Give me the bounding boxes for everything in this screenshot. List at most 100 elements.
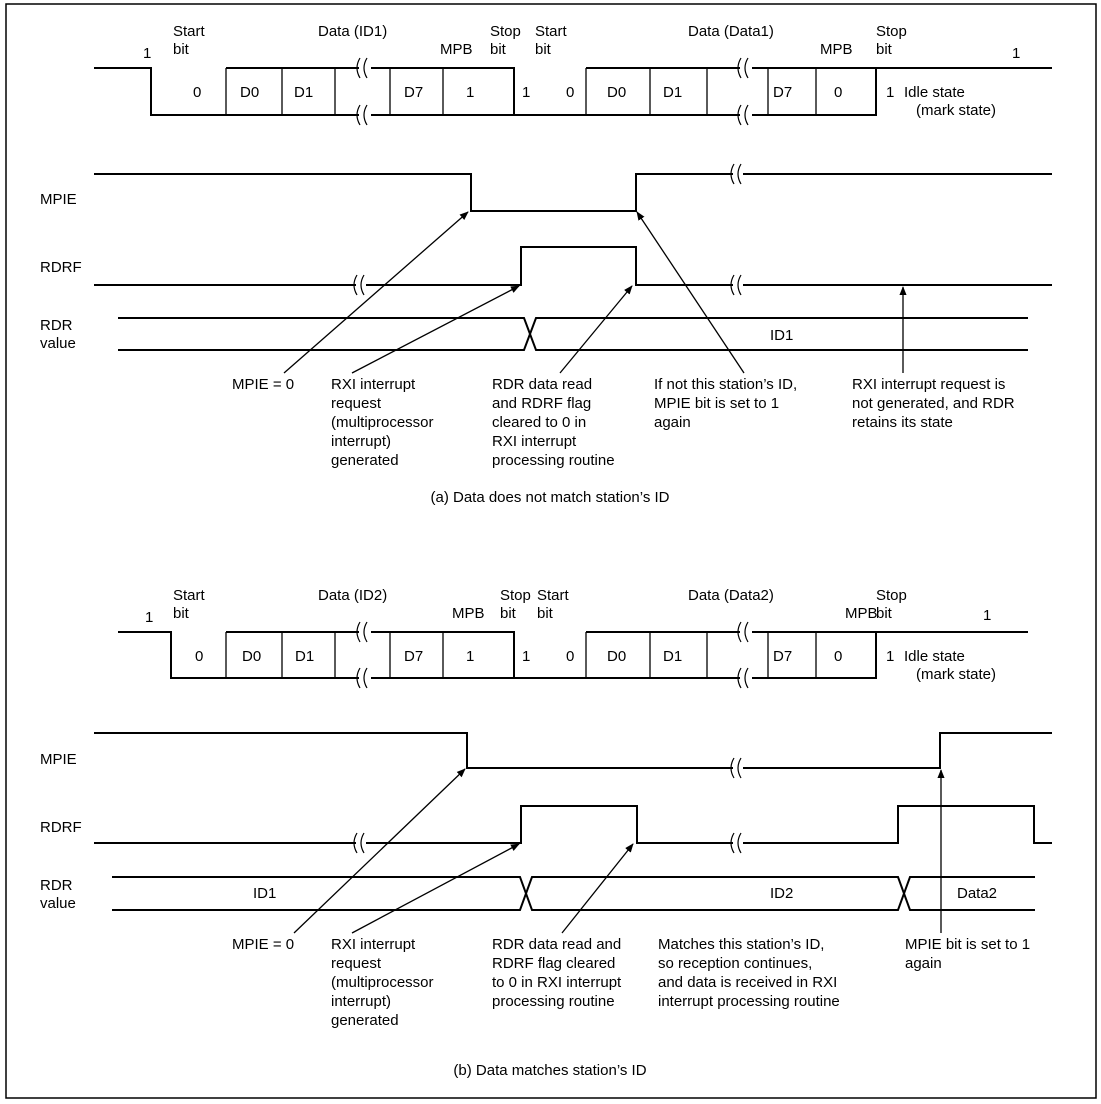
break-mark (356, 57, 368, 79)
break-mark (356, 667, 368, 689)
part-b: 1 Start bit Data (ID2) MPB Stop bit Star… (40, 587, 1052, 1079)
bit-d7: D7 (773, 84, 792, 101)
mark-state-label: (mark state) (916, 102, 996, 119)
bit-value: 1 (466, 648, 474, 665)
rdr-bus (112, 876, 1035, 911)
arrow (559, 285, 633, 374)
break-mark (737, 57, 749, 79)
note-rdr-read: RDR data read and RDRF flag cleared to 0… (492, 376, 615, 469)
bit-value: 0 (566, 648, 574, 665)
bit-value: 0 (566, 84, 574, 101)
note-rdr-read: RDR data read and RDRF flag cleared to 0… (492, 936, 625, 1010)
note-no-rxi: RXI interrupt request is not generated, … (852, 376, 1019, 431)
rdr-label: RDR (40, 877, 73, 894)
bit-value: 1 (522, 84, 530, 101)
arrow (351, 285, 520, 374)
start-bit-label: bit (535, 41, 552, 58)
mpb-label: MPB (440, 41, 473, 58)
bit-d7: D7 (773, 648, 792, 665)
note-matches-station-id: Matches this station’s ID, so reception … (658, 936, 841, 1010)
mpie-label: MPIE (40, 751, 77, 768)
bit-value: 0 (834, 648, 842, 665)
break-mark (730, 832, 742, 854)
stop-bit-label: bit (500, 605, 517, 622)
arrow (283, 211, 469, 374)
rdr-value: ID1 (770, 327, 793, 344)
stop-label: Stop (876, 23, 907, 40)
bit-value: 0 (834, 84, 842, 101)
note-rxi-request: RXI interrupt request (multiprocessor in… (331, 376, 438, 469)
break-mark (730, 757, 742, 779)
start-label: Start (535, 23, 568, 40)
data-frame-label: Data (Data2) (688, 587, 774, 604)
break-mark (356, 104, 368, 126)
data-frame-label: Data (Data1) (688, 23, 774, 40)
caption-a: (a) Data does not match station’s ID (430, 489, 669, 506)
caption-b: (b) Data matches station’s ID (453, 1062, 646, 1079)
bit-d1: D1 (294, 84, 313, 101)
arrow (561, 843, 634, 934)
stop-label: Stop (500, 587, 531, 604)
break-mark (353, 832, 365, 854)
start-label: Start (537, 587, 570, 604)
bit-d1: D1 (295, 648, 314, 665)
bit-value: 1 (466, 84, 474, 101)
bit-d0: D0 (607, 648, 626, 665)
rdr-value-label: value (40, 335, 76, 352)
bit-d0: D0 (607, 84, 626, 101)
stop-bit-label: bit (876, 41, 893, 58)
rdr-value: ID1 (253, 885, 276, 902)
mpie-waveform (94, 732, 733, 769)
mark-state-label: (mark state) (916, 666, 996, 683)
rdr-value: ID2 (770, 885, 793, 902)
mpb-label: MPB (452, 605, 485, 622)
mpb-label: MPB (845, 605, 878, 622)
break-mark (356, 621, 368, 643)
bit-value: 1 (886, 84, 894, 101)
bit-value: 0 (193, 84, 201, 101)
start-label: Start (173, 587, 206, 604)
bit-d0: D0 (242, 648, 261, 665)
stop-bit-label: bit (490, 41, 507, 58)
bit-d0: D0 (240, 84, 259, 101)
rdr-value: Data2 (957, 885, 997, 902)
bit-value: 1 (886, 648, 894, 665)
break-mark (730, 274, 742, 296)
bit-d1: D1 (663, 648, 682, 665)
rdrf-label: RDRF (40, 819, 82, 836)
break-mark (353, 274, 365, 296)
start-bit-label: bit (173, 605, 190, 622)
part-a: 1 Start bit Data (ID1) MPB Stop bit Star… (40, 23, 1052, 506)
data-frame-label: Data (ID1) (318, 23, 387, 40)
serial-frame-b (118, 621, 1028, 689)
arrow (351, 843, 520, 934)
idle-state-label: Idle state (904, 84, 965, 101)
start-bit-label: bit (537, 605, 554, 622)
idle-bit-label: 1 (143, 45, 151, 62)
diagram-border (5, 3, 1097, 1099)
note-rxi-request: RXI interrupt request (multiprocessor in… (331, 936, 438, 1029)
rdrf-label: RDRF (40, 259, 82, 276)
start-bit-label: bit (173, 41, 190, 58)
note-not-station-id: If not this station’s ID, MPIE bit is se… (654, 376, 801, 431)
idle-bit-label: 1 (983, 607, 991, 624)
note-mpie0: MPIE = 0 (232, 936, 294, 953)
rdr-bus (118, 317, 1028, 351)
stop-bit-label: bit (876, 605, 893, 622)
mpie-label: MPIE (40, 191, 77, 208)
serial-frame-a (94, 57, 1052, 126)
note-mpie-set: MPIE bit is set to 1 again (905, 936, 1034, 972)
idle-state-label: Idle state (904, 648, 965, 665)
note-mpie0: MPIE = 0 (232, 376, 294, 393)
idle-bit-label: 1 (145, 609, 153, 626)
data-frame-label: Data (ID2) (318, 587, 387, 604)
break-mark (737, 621, 749, 643)
idle-bit-label: 1 (1012, 45, 1020, 62)
mpb-label: MPB (820, 41, 853, 58)
bit-d7: D7 (404, 84, 423, 101)
bit-d1: D1 (663, 84, 682, 101)
stop-label: Stop (490, 23, 521, 40)
break-mark (737, 104, 749, 126)
mpie-waveform (94, 173, 733, 212)
break-mark (730, 163, 742, 185)
